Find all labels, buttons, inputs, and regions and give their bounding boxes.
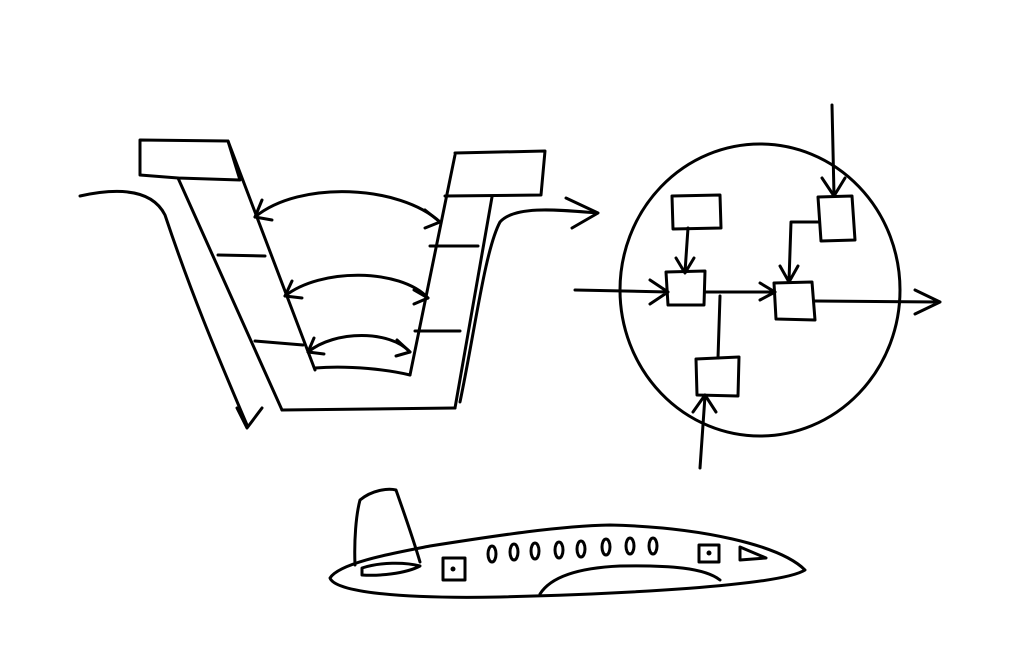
window-dot	[450, 566, 456, 572]
bottom-outer	[280, 406, 457, 412]
input-arrow-top	[820, 103, 847, 198]
connector	[716, 294, 722, 360]
left-divider	[216, 253, 267, 258]
arrowhead	[253, 198, 442, 230]
airplane-sketch	[328, 487, 807, 599]
window-oval	[624, 536, 636, 556]
circle-system-sketch	[573, 103, 942, 470]
window-oval	[486, 544, 498, 564]
fuselage	[328, 523, 807, 599]
arrowhead	[564, 196, 600, 230]
box	[694, 355, 741, 398]
arrowhead	[235, 406, 264, 430]
right-strip-outer	[453, 195, 494, 410]
wing	[538, 564, 722, 596]
bottom-inner	[313, 365, 412, 377]
tail-base	[360, 561, 422, 577]
window-oval	[647, 536, 659, 556]
left-strip-outer	[176, 176, 284, 412]
right-top-box	[443, 149, 547, 198]
system-circle	[618, 142, 902, 438]
right-strip-inner	[408, 153, 457, 377]
input-arrow-left	[573, 278, 670, 306]
output-arrow-right	[813, 288, 942, 316]
connector	[674, 226, 696, 275]
box	[670, 193, 723, 231]
left-flow-curve	[78, 189, 249, 427]
double-arrow-top	[253, 190, 442, 224]
arrowhead	[306, 336, 412, 358]
window-oval	[553, 540, 565, 560]
v-model-sketch	[78, 138, 600, 430]
double-arrow-bottom	[306, 334, 412, 354]
window-oval	[529, 541, 541, 561]
right-flow-curve	[458, 208, 599, 404]
box	[816, 194, 857, 243]
window-oval	[575, 539, 587, 559]
window-square	[697, 543, 721, 564]
tail-fin	[353, 487, 422, 567]
left-top-box	[138, 138, 242, 182]
passenger-windows	[486, 536, 659, 564]
arrowhead	[758, 281, 777, 302]
window-oval	[600, 537, 612, 557]
box	[772, 280, 817, 322]
input-arrow-bottom	[691, 393, 718, 470]
cockpit-window	[738, 545, 768, 562]
window-oval	[508, 542, 520, 562]
connector	[778, 220, 820, 284]
window-square	[441, 556, 467, 582]
window-dot	[706, 550, 712, 556]
box	[664, 269, 707, 307]
left-divider	[253, 339, 305, 347]
left-strip-inner	[226, 139, 317, 372]
arrowhead	[283, 279, 430, 306]
double-arrow-middle	[283, 273, 430, 300]
